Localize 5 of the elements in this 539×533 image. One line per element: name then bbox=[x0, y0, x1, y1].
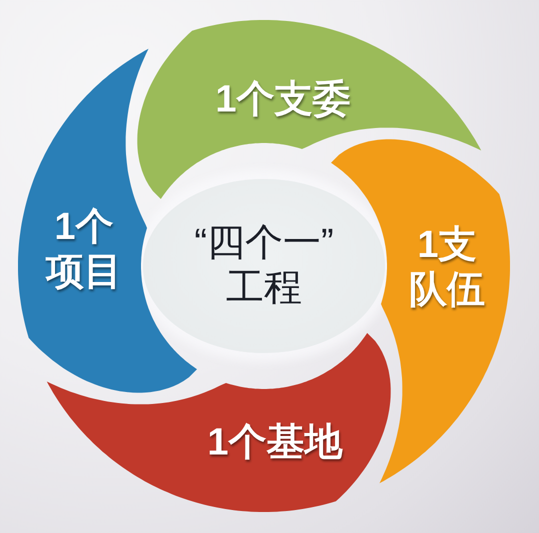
segment-label: 1个支委 bbox=[215, 78, 351, 122]
center-title: “四个一”工程 bbox=[193, 221, 335, 311]
segment-label: 1支队伍 bbox=[408, 223, 486, 313]
segment-label: 1个基地 bbox=[207, 420, 343, 466]
segment-label: 1个项目 bbox=[44, 205, 123, 295]
